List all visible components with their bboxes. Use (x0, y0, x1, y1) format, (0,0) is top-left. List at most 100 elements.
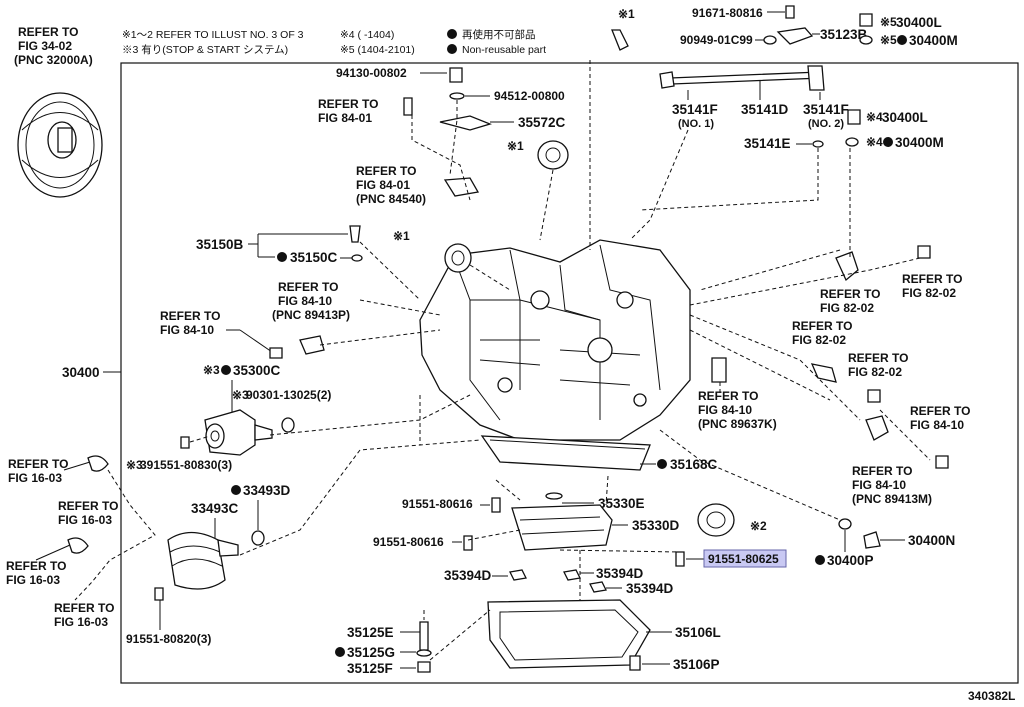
label-refs-r1603b-0: REFER TO (58, 499, 118, 513)
refer-fig-84-01-a[interactable]: REFER TO FIG 84-01 (318, 97, 413, 125)
part-35394D-c[interactable]: 35394D (589, 581, 674, 596)
part-35141E[interactable]: 35141E (744, 136, 824, 151)
part-94130-00802[interactable]: 94130-00802 (336, 66, 463, 83)
label-refs-r8202a-0: REFER TO (820, 287, 880, 301)
part-35300C[interactable]: ※3 35300C (203, 363, 281, 414)
refer-fig-82-02-d[interactable]: REFER TO FIG 82-02 (848, 351, 908, 403)
part-35150C[interactable]: 35150C (258, 250, 363, 265)
seal-mk1-top[interactable]: ※1 (507, 139, 569, 170)
refer-fig-84-01-b[interactable]: REFER TO FIG 84-01 (PNC 84540) (356, 164, 480, 206)
part-35125E[interactable]: 35125E (347, 621, 429, 651)
shift-shaft-icon (659, 65, 825, 91)
label-refs-r8410a-0: REFER TO (278, 280, 338, 294)
part-90301-13025[interactable]: ※3 90301-13025(2) (232, 388, 331, 433)
label-legend-line2: ※3 有り(STOP & START システム) (122, 43, 288, 56)
refer-fig-84-10-a[interactable]: REFER TO FIG 84-10 (PNC 89413P) (272, 280, 350, 322)
part-35106L[interactable]: 35106L (646, 625, 721, 640)
part-33493C[interactable]: 33493C (191, 501, 239, 540)
label-labels-mk4a: ※4 (866, 110, 883, 124)
label-labels-mk4b: ※4 (866, 135, 883, 149)
label-labels-p30400M_a: 30400M (909, 33, 958, 48)
label-refs-r8202a-1: FIG 82-02 (820, 301, 874, 315)
label-legend-line1: ※1～2 REFER TO ILLUST NO. 3 OF 3 (122, 29, 304, 41)
refer-fig-16-03-a[interactable]: REFER TO FIG 16-03 (8, 455, 109, 485)
part-91551-80625[interactable]: 91551-80625 (675, 549, 787, 568)
part-35394D-b[interactable]: 35394D (563, 566, 644, 581)
label-refs-r8410b-0: REFER TO (160, 309, 220, 323)
legend: ※1～2 REFER TO ILLUST NO. 3 OF 3 ※3 有り(ST… (122, 28, 546, 56)
oil-strainer-icon (511, 504, 613, 551)
part-30400M-b[interactable]: ※4 30400M (845, 135, 944, 150)
part-91551-80616-a[interactable]: 91551-80616 (402, 497, 501, 513)
part-35150B[interactable]: 35150B (196, 225, 361, 257)
part-94512-00800[interactable]: 94512-00800 (449, 89, 565, 103)
label-refs-r8202d-0: REFER TO (848, 351, 908, 365)
part-35330E[interactable]: 35330E (545, 492, 645, 511)
refer-fig-16-03-b[interactable]: REFER TO FIG 16-03 (58, 499, 118, 527)
part-35168C[interactable]: 35168C (640, 457, 718, 472)
part-35123B[interactable]: 35123B (776, 27, 868, 45)
label-labels-p30400N: 30400N (908, 533, 955, 548)
seal-mk1-left[interactable]: ※1 (393, 229, 472, 273)
label-refs-r8202b-0: REFER TO (902, 272, 962, 286)
part-30400M-a[interactable]: ※5 30400M (859, 33, 958, 48)
label-labels-mk5a: ※5 (880, 15, 897, 29)
part-35572C[interactable]: 35572C (439, 115, 566, 131)
part-91551-80820[interactable]: 91551-80820(3) (126, 600, 211, 646)
part-33493D[interactable]: 33493D (231, 483, 291, 546)
part-35125G[interactable]: 35125G (335, 645, 432, 660)
part-30400[interactable]: 30400 (62, 365, 121, 380)
part-30400N[interactable]: 30400N (863, 531, 955, 549)
label-refs-r1603c-1: FIG 16-03 (6, 573, 60, 587)
refer-fig-82-02-c[interactable]: REFER TO FIG 82-02 (792, 319, 852, 383)
refer-fig-84-10-c[interactable]: REFER TO FIG 84-10 (PNC 89637K) (698, 357, 777, 431)
label-refs-r8410d-1: FIG 84-10 (910, 418, 964, 432)
label-refs-r8202c-0: REFER TO (792, 319, 852, 333)
label-refs-r8410a-2: (PNC 89413P) (272, 308, 350, 322)
part-30400P[interactable]: 30400P (815, 518, 874, 568)
label-labels-p94130: 94130-00802 (336, 66, 407, 80)
refer-fig-84-10-b[interactable]: REFER TO FIG 84-10 (160, 309, 325, 359)
part-35330D[interactable]: 35330D (612, 518, 680, 533)
part-35141D[interactable]: 35141D (741, 80, 789, 117)
label-refs-r8410c-2: (PNC 89637K) (698, 417, 777, 431)
label-labels-mk1: ※1 (618, 7, 635, 21)
part-35141F-no2[interactable]: 35141F (NO. 2) (803, 92, 849, 130)
label-refs-r8401a-1: FIG 84-01 (318, 111, 372, 125)
refer-fig-16-03-d[interactable]: REFER TO FIG 16-03 (54, 601, 114, 629)
part-35394D-a[interactable]: 35394D (444, 568, 527, 583)
refer-fig-84-10-e[interactable]: REFER TO FIG 84-10 (PNC 89413M) (852, 415, 932, 506)
label-labels-p35141F1: 35141F (672, 102, 718, 117)
seal-mk2[interactable]: ※2 (697, 503, 767, 537)
part-91671-80816[interactable]: 91671-80816 (692, 5, 795, 20)
bolt-mk1-top[interactable]: ※1 (611, 7, 635, 51)
refer-fig-84-10-d[interactable]: REFER TO FIG 84-10 (910, 404, 970, 469)
part-35141F-no1[interactable]: 35141F (NO. 1) (672, 90, 718, 130)
part-35106P[interactable]: 35106P (629, 655, 720, 672)
oil-cooler-icon (154, 531, 239, 601)
part-30400L-b[interactable]: ※4 30400L (847, 109, 928, 125)
label-labels-p35141D: 35141D (741, 102, 789, 117)
label-refs-r8401b-0: REFER TO (356, 164, 416, 178)
refer-fig-34-02[interactable]: REFER TO FIG 34-02 (PNC 32000A) (14, 25, 93, 67)
label-labels-mk3: ※3 (232, 388, 249, 402)
label-labels-mk2: ※2 (750, 519, 767, 533)
label-labels-p91551_820: 91551-80820(3) (126, 632, 211, 646)
part-91551-80830[interactable]: ※3 391551-80830(3) (126, 436, 232, 472)
label-refs-r8401b-2: (PNC 84540) (356, 192, 426, 206)
label-refs-r8410d-0: REFER TO (910, 404, 970, 418)
refer-fig-82-02-b[interactable]: REFER TO FIG 82-02 (902, 245, 962, 300)
label-labels-p35141F2: 35141F (803, 102, 849, 117)
label-labels-p35394D_b: 35394D (596, 566, 644, 581)
label-labels-p35168C: 35168C (670, 457, 718, 472)
part-91551-80616-b[interactable]: 91551-80616 (373, 535, 473, 551)
part-35125F[interactable]: 35125F (347, 661, 431, 676)
part-90949-01C99[interactable]: 90949-01C99 (680, 33, 777, 47)
refer-fig-16-03-c[interactable]: REFER TO FIG 16-03 (6, 537, 89, 587)
label-labels-p30400L_a: 30400L (896, 15, 942, 30)
label-labels-p94512: 94512-00800 (494, 89, 565, 103)
part-30400L-a[interactable]: ※5 30400L (859, 13, 942, 30)
label-labels-p35150B: 35150B (196, 237, 244, 252)
refer-fig-82-02-a[interactable]: REFER TO FIG 82-02 (820, 251, 880, 315)
